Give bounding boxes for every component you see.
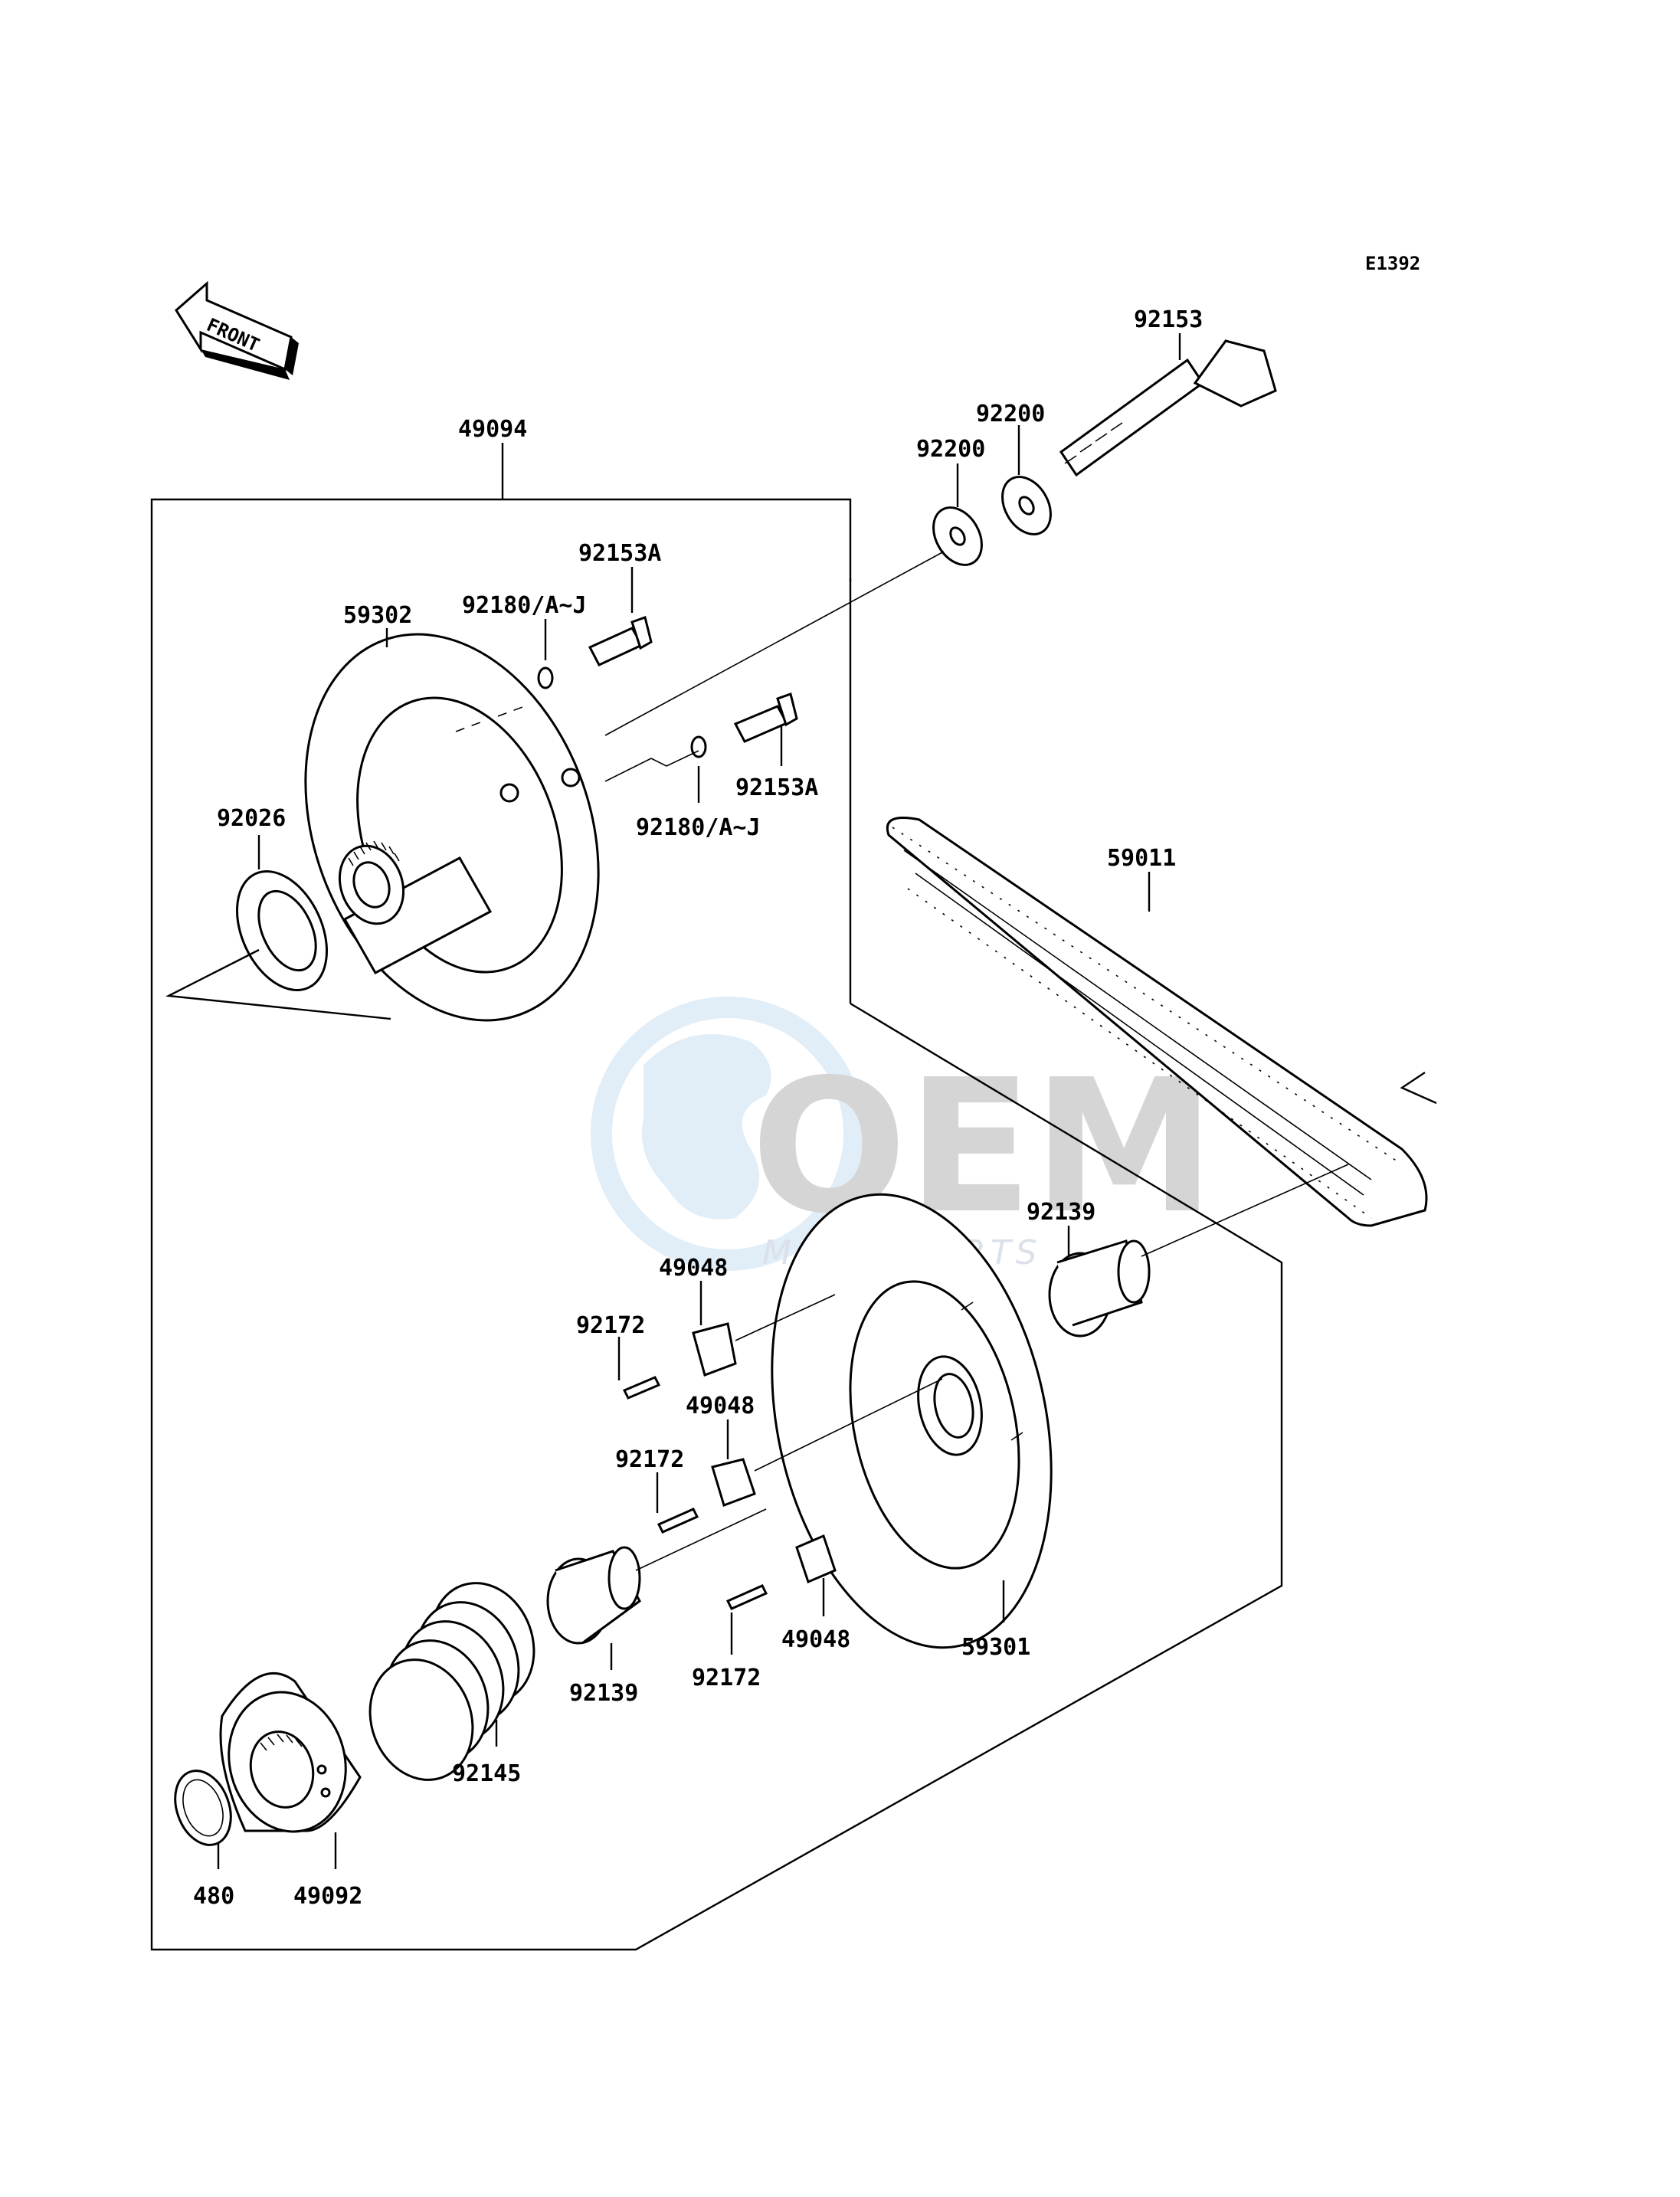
label-59301: 59301 (961, 1634, 1030, 1661)
label-49092: 49092 (293, 1883, 362, 1910)
label-92139-top: 92139 (1027, 1199, 1095, 1226)
bushing-92139-top (1048, 1239, 1151, 1338)
label-92153A-top: 92153A (578, 540, 661, 567)
label-92139-bot: 92139 (569, 1680, 638, 1707)
label-92153: 92153 (1134, 306, 1203, 333)
bolt-92153A-top (588, 616, 653, 666)
label-92153A-bot: 92153A (735, 774, 818, 801)
screw-92172-c (725, 1584, 768, 1610)
label-92200-a: 92200 (916, 436, 985, 463)
label-49048-b: 49048 (686, 1393, 755, 1419)
washer-92200-a (932, 506, 983, 566)
screw-92172-a (622, 1376, 661, 1400)
washer-92180-top (537, 666, 554, 689)
label-92180-top: 92180/A~J (462, 592, 587, 619)
washer-92200-b (1001, 476, 1052, 535)
label-59302: 59302 (343, 602, 412, 629)
weight-49048-a (692, 1322, 737, 1377)
weight-49048-c (795, 1534, 837, 1584)
label-92172-a: 92172 (576, 1312, 645, 1339)
label-49048-a: 49048 (659, 1255, 728, 1282)
sheave-59301 (771, 1193, 1053, 1649)
label-480: 480 (193, 1883, 234, 1910)
label-92180-bot: 92180/A~J (636, 814, 761, 841)
screw-92172-b (657, 1508, 699, 1534)
label-92200-b: 92200 (976, 401, 1045, 427)
cam-49092 (219, 1671, 362, 1833)
diagram-code: E1392 (1365, 253, 1420, 274)
label-49094: 49094 (458, 416, 527, 443)
assembly-frame (150, 498, 1283, 1951)
label-92026: 92026 (217, 805, 286, 832)
belt-59011 (886, 817, 1428, 1227)
label-49048-c: 49048 (781, 1626, 850, 1653)
washer-92026 (236, 870, 328, 991)
label-92172-c: 92172 (692, 1665, 761, 1691)
circlip-480 (174, 1770, 232, 1846)
label-92145: 92145 (452, 1760, 521, 1787)
bolt-92153 (1059, 333, 1277, 477)
weight-49048-b (711, 1458, 756, 1507)
washer-92180-bot (690, 735, 707, 758)
sheave-59302 (304, 633, 600, 1022)
bolt-92153A-bot (733, 692, 798, 743)
bushing-92139-bot (546, 1546, 641, 1645)
front-arrow-icon: FRONT (175, 280, 299, 380)
label-92172-b: 92172 (615, 1446, 684, 1473)
spring-92145 (368, 1582, 535, 1781)
label-59011: 59011 (1107, 845, 1176, 872)
